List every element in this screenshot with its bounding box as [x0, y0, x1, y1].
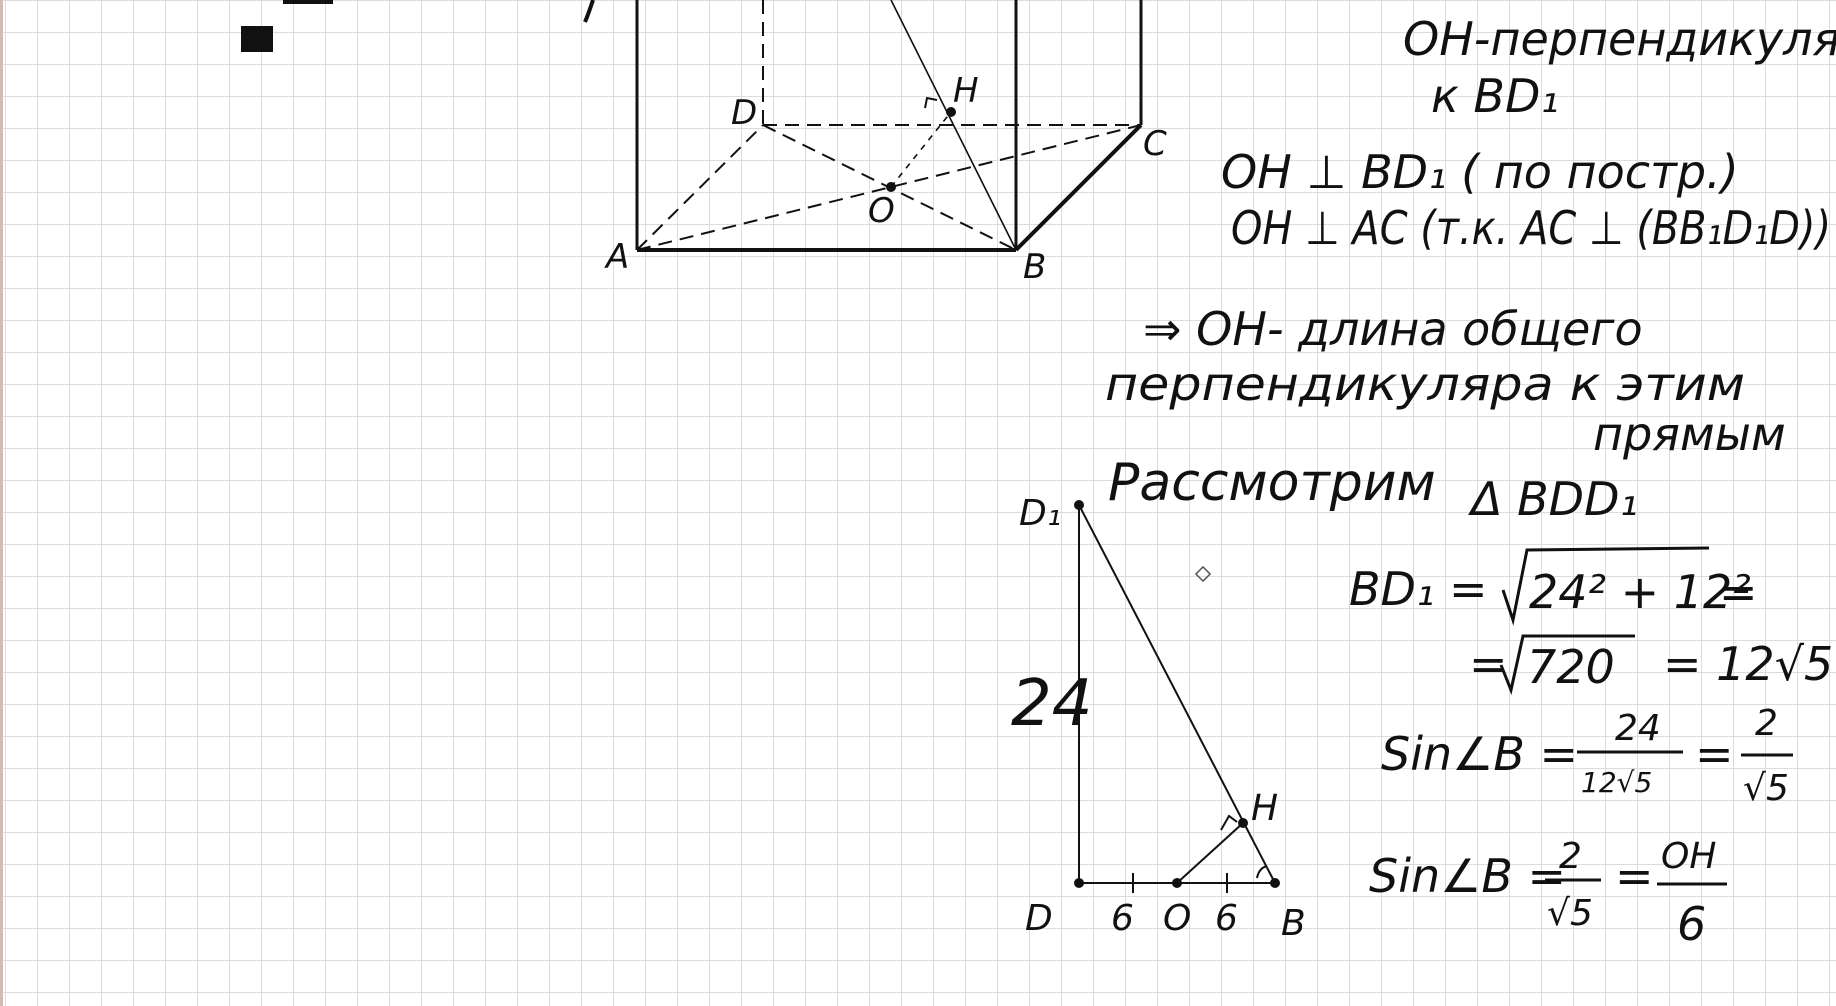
note-line-7: прямым: [1593, 407, 1786, 461]
radical-sign: [1501, 546, 1710, 626]
prism-figure: D C A B O H: [583, 0, 1167, 287]
label-D1: D₁: [1019, 493, 1061, 534]
angle-mark-B: [1256, 865, 1268, 879]
cursor-icon: [1194, 565, 1212, 583]
label-B: B: [1023, 247, 1046, 287]
bd1-radicand: 24² + 12²: [1529, 565, 1751, 619]
formula-sin-1: Sin∠B = 24 12√5 = 2 √5: [1381, 703, 1793, 809]
diagonal-BD1: [890, 0, 1017, 251]
right-angle-mark: [1220, 814, 1238, 831]
sin1-equals: =: [1695, 727, 1734, 781]
ink-stroke: [583, 0, 595, 23]
label-O: O: [1163, 898, 1191, 939]
side-length-label: 24: [1011, 667, 1092, 741]
label-H: H: [953, 71, 979, 111]
label-D: D: [1025, 898, 1053, 939]
sin2-equals: =: [1615, 849, 1654, 903]
sin2-lhs: Sin∠B =: [1369, 849, 1566, 903]
formula-bd1: BD₁ = 24² + 12² = = 720 = 12√5: [1349, 546, 1833, 696]
edge-BC: [1014, 123, 1143, 252]
label-C: C: [1143, 124, 1167, 164]
note-line-4: OH ⊥ AC (т.к. AC ⊥ (BB₁D₁D)): [1231, 201, 1831, 255]
formula-sin-2: Sin∠B = 2 √5 = OH 6: [1369, 836, 1727, 951]
segment-OH: [890, 111, 952, 188]
edge-AD: [636, 124, 764, 251]
sin1-lhs: Sin∠B =: [1381, 727, 1578, 781]
drawing-canvas: D C A B O H OH-перпендикуляр к BD₁ OH ⊥ …: [241, 0, 1836, 951]
note-line-6: перпендикуляра к этим: [1105, 357, 1745, 411]
notes: OH-перпендикуляр к BD₁ OH ⊥ BD₁ ( по пос…: [1105, 12, 1836, 461]
segment-length-1: 6: [1111, 898, 1134, 939]
note-line-5: ⇒ OH- длина общего: [1143, 302, 1643, 356]
note-line-1: OH-перпендикуляр: [1403, 12, 1836, 66]
note-line-3: OH ⊥ BD₁ ( по постр.): [1221, 145, 1739, 199]
label-A: A: [604, 237, 629, 277]
point-B: [1270, 878, 1280, 888]
bd1-equals-2: =: [1469, 637, 1508, 691]
note-line-2: к BD₁: [1431, 69, 1559, 123]
sin2-numerator: 2: [1559, 836, 1582, 877]
sin2-denominator-2: 6: [1677, 897, 1706, 951]
sin1-numerator: 24: [1615, 708, 1661, 749]
label-O: O: [868, 191, 895, 231]
point-H: [1238, 818, 1248, 828]
label-D: D: [731, 93, 757, 133]
triangle-figure: D₁ D O B H 24 6 6: [1011, 493, 1306, 944]
segment-OH: [1176, 822, 1244, 884]
consider-triangle: Δ BDD₁: [1468, 472, 1638, 526]
bd1-result: = 12√5: [1663, 637, 1833, 691]
label-B: B: [1281, 903, 1306, 944]
segment-length-2: 6: [1215, 898, 1238, 939]
radical-sign-2: [1499, 634, 1635, 696]
sin2-numerator-2: OH: [1661, 836, 1716, 877]
label-H: H: [1251, 788, 1278, 829]
point-H: [946, 107, 956, 117]
sin1-denominator-2: √5: [1743, 768, 1789, 809]
bd1-radicand-2: 720: [1527, 640, 1615, 694]
bd1-equals: =: [1719, 565, 1758, 619]
point-O: [1172, 878, 1182, 888]
ink-blot: [241, 26, 273, 52]
right-angle-mark: [924, 96, 938, 109]
sin1-numerator-2: 2: [1755, 703, 1778, 744]
sin1-denominator: 12√5: [1581, 766, 1652, 799]
consider-text: Рассмотрим: [1108, 453, 1436, 513]
point-D1: [1074, 500, 1084, 510]
point-D: [1074, 878, 1084, 888]
point-O: [886, 182, 896, 192]
sin2-denominator: √5: [1547, 893, 1593, 934]
bd1-lhs: BD₁ =: [1349, 562, 1488, 616]
